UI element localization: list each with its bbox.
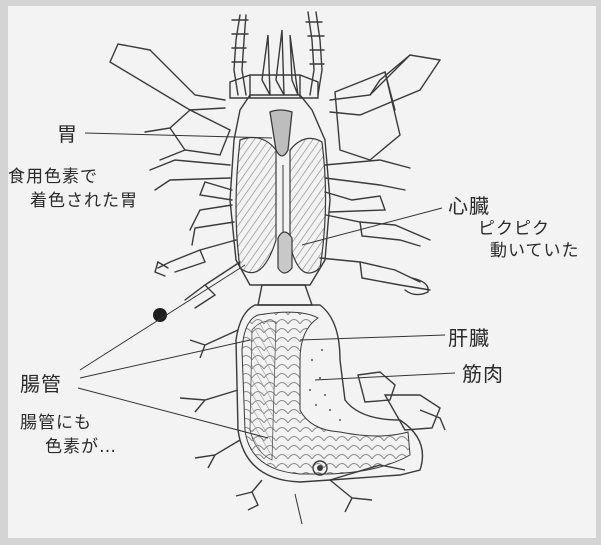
carapace-organ-right <box>290 138 326 273</box>
label-stomach-note-2: 着色された胃 <box>30 186 138 211</box>
right-claw <box>330 55 440 160</box>
swimmerets <box>180 330 445 512</box>
dark-spot <box>153 308 167 322</box>
label-stomach: 胃 <box>57 118 78 147</box>
left-legs <box>150 160 240 308</box>
muscle-texture <box>309 349 341 421</box>
right-legs <box>320 160 430 295</box>
left-claw <box>110 44 230 160</box>
label-heart-note-2: 動いていた <box>490 236 580 261</box>
label-intestine-note-1: 腸管にも <box>20 408 92 433</box>
label-intestine-note-2: 色素が… <box>45 432 117 457</box>
heart-organ <box>278 232 292 273</box>
antennae <box>232 12 324 95</box>
label-intestine: 腸管 <box>20 368 62 397</box>
intestine-organ <box>250 321 276 460</box>
abdomen-first-segment <box>258 285 312 305</box>
label-muscle: 筋肉 <box>462 358 504 387</box>
carapace-organ-left <box>236 138 276 273</box>
label-stomach-note-1: 食用色素で <box>8 162 98 187</box>
label-liver: 肝臓 <box>448 322 490 351</box>
